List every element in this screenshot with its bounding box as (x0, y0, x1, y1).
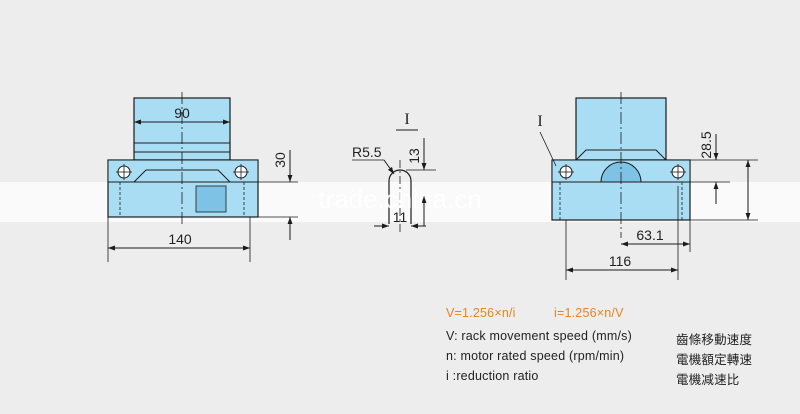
formula-speed: V=1.256×n/i (446, 306, 516, 320)
right-detail-label: I (537, 113, 542, 130)
detail-dim-r55: R5.5 (352, 144, 382, 160)
right-dim-63-1: 63.1 (636, 227, 663, 243)
formula-ratio: i=1.256×n/V (554, 306, 624, 320)
left-dim-30: 30 (272, 152, 288, 168)
legend-row-speed: V: rack movement speed (mm/s) 齒條移動速度 (446, 329, 752, 347)
legend-term: V: rack movement speed (mm/s) (446, 329, 632, 343)
left-dim-90: 90 (174, 105, 190, 121)
right-view: I 28.5 63.1 116 (537, 92, 758, 280)
left-view: 90 30 140 (107, 92, 298, 262)
watermark: trade.china.cn (318, 184, 481, 214)
detail-dim-11: 11 (393, 209, 408, 225)
detail-label: I (404, 111, 409, 128)
legend-term: i :reduction ratio (446, 369, 539, 383)
legend-row-ratio: i :reduction ratio 電機减速比 (446, 369, 739, 387)
legend-row-motor: n: motor rated speed (rpm/min) 電機額定轉速 (446, 349, 752, 367)
right-dim-116: 116 (609, 253, 632, 269)
legend-cjk: 齒條移動速度 (676, 333, 753, 347)
detail-view: I R5.5 13 11 (352, 111, 436, 232)
legend-term: n: motor rated speed (rpm/min) (446, 349, 625, 363)
legend-cjk: 電機减速比 (676, 373, 740, 387)
left-dim-140: 140 (168, 231, 192, 247)
formula-row: V=1.256×n/i i=1.256×n/V (446, 306, 623, 320)
detail-slot (388, 169, 412, 224)
right-dim-28-5: 28.5 (698, 131, 714, 158)
detail-dim-13: 13 (406, 148, 422, 164)
legend-cjk: 電機額定轉速 (676, 353, 753, 367)
